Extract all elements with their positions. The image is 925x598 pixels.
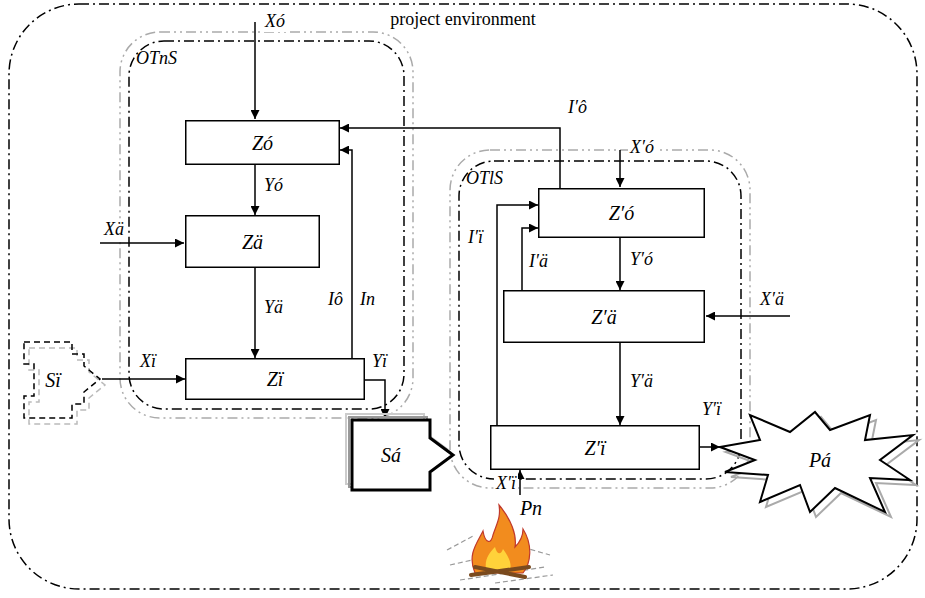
- signal-arrow: [619, 238, 621, 290]
- box-outline: [186, 216, 320, 268]
- node-label: Sï: [45, 369, 61, 391]
- process-box: Z′ó: [538, 188, 705, 238]
- node-label: Zó: [252, 132, 273, 154]
- text-holder: Zï: [185, 358, 365, 400]
- text-holder: Pn: [507, 495, 555, 521]
- signal-label: I′ï: [466, 228, 485, 248]
- system-region: OTlS Z′óZ′äZ′ï: [458, 160, 742, 480]
- signal-label: X′ä: [758, 290, 786, 310]
- signal-arrow: [700, 446, 720, 448]
- input-arrow: [706, 315, 790, 317]
- node-label: Zï: [267, 368, 284, 390]
- source-outline: [24, 342, 100, 418]
- process-box: Zó: [185, 120, 340, 165]
- node-label: Z′ï: [584, 437, 605, 459]
- node-label: Zä: [242, 231, 263, 253]
- source-shape: Sï: [22, 340, 102, 420]
- signal-label: Y′ó: [628, 250, 655, 270]
- box-outline: [186, 359, 365, 400]
- text-holder: project environment: [308, 7, 618, 33]
- node-label: Z′ó: [609, 202, 635, 224]
- region-outline: [459, 161, 741, 479]
- fire-shape: Pn: [445, 495, 555, 585]
- signal-label: X′ó: [628, 138, 656, 158]
- node-label: Pn: [520, 497, 542, 519]
- burst-outline: [720, 412, 913, 512]
- signal-label: Xä: [102, 220, 126, 240]
- log: [471, 567, 529, 577]
- shape-shadow: [29, 348, 105, 424]
- signal-label: I′ô: [566, 98, 589, 118]
- process-box: Z′ä: [503, 290, 705, 343]
- signal-arrow: [254, 268, 256, 358]
- input-arrow: [619, 150, 621, 187]
- box-outline: [186, 121, 340, 165]
- signal-label: In: [358, 290, 377, 310]
- text-holder: Z′ä: [503, 290, 705, 343]
- signal-label: Iô: [326, 290, 345, 310]
- node-label: Sá: [381, 444, 401, 466]
- text-holder: Sá: [354, 422, 428, 488]
- signal-label: Y′ä: [628, 372, 655, 392]
- region-shadow-outline: [450, 150, 750, 488]
- source-shape-outline: [22, 340, 102, 420]
- region-outline: [129, 41, 404, 409]
- signal-label: I′ä: [527, 252, 550, 272]
- process-box: Zä: [185, 215, 320, 268]
- box-outline: [539, 189, 705, 238]
- ember-stroke: [447, 535, 475, 550]
- burst-shape: Pá: [720, 410, 915, 515]
- text-holder: Zä: [185, 215, 320, 268]
- region-label: OTlS: [466, 169, 503, 189]
- text-holder: OTnS: [136, 46, 206, 72]
- signal-label: X′ï: [494, 474, 518, 494]
- supply-shape-outline: [350, 418, 455, 492]
- box-outline: [491, 426, 700, 470]
- signal-arrow: [102, 378, 185, 380]
- region-label: project environment: [390, 10, 535, 30]
- input-arrow: [100, 242, 184, 244]
- signal-label: Yä: [262, 298, 285, 318]
- node-label: Z′ä: [591, 306, 617, 328]
- signal-label: Xó: [263, 12, 287, 32]
- supply-shape: Sá: [350, 418, 455, 492]
- process-box: Zï: [185, 358, 365, 400]
- input-arrow: [254, 22, 256, 119]
- process-box: Z′ï: [490, 425, 700, 470]
- box-outline: [504, 291, 705, 343]
- signal-label: Yó: [262, 176, 285, 196]
- text-holder: Pá: [775, 440, 865, 480]
- signal-label: Xï: [138, 352, 158, 372]
- signal-arrow: [254, 165, 256, 215]
- signal-arrow: [340, 128, 560, 188]
- text-holder: OTlS: [466, 166, 536, 192]
- signal-arrow: [365, 380, 385, 418]
- signal-arrow: [519, 470, 521, 495]
- text-holder: Z′ï: [490, 425, 700, 470]
- region-label: OTnS: [136, 49, 177, 69]
- ember-stroke: [460, 567, 545, 580]
- signal-label: Y′ï: [700, 400, 723, 420]
- node-label: Pá: [809, 449, 831, 471]
- supply-outline: [352, 420, 453, 490]
- text-holder: Zó: [185, 120, 340, 165]
- region-shadow-outline: [120, 32, 413, 418]
- text-holder: Sï: [34, 366, 72, 394]
- signal-arrow: [619, 343, 621, 425]
- system-region: OTnS ZóZäZï: [128, 40, 405, 410]
- signal-arrow: [340, 150, 352, 358]
- signal-label: Yï: [370, 352, 389, 372]
- text-holder: Z′ó: [538, 188, 705, 238]
